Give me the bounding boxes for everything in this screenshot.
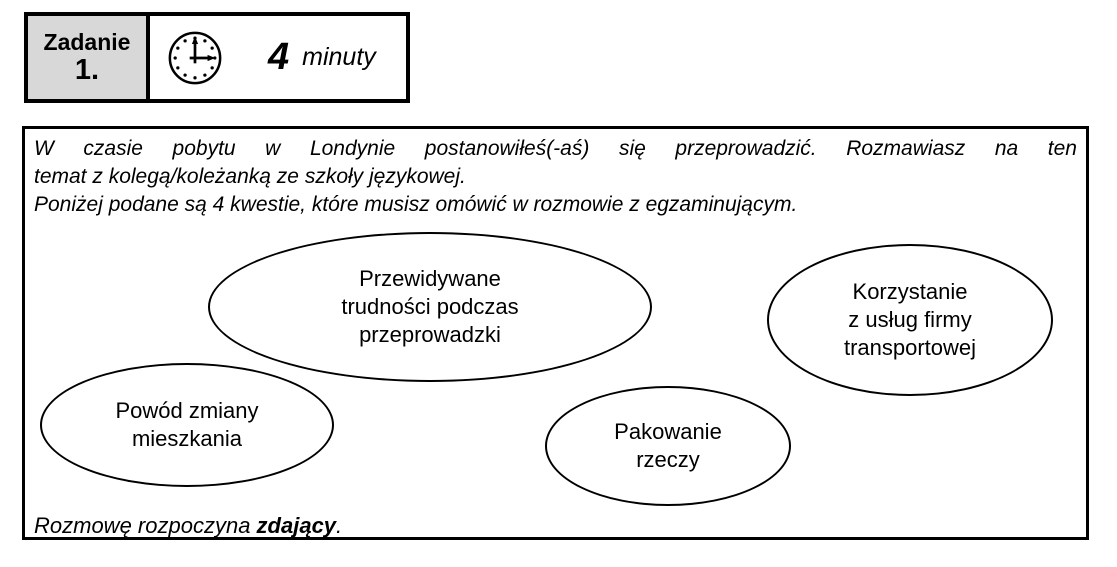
footer-suffix: . — [336, 513, 343, 538]
topic-label: Powód zmiany mieszkania — [115, 398, 259, 451]
topic-bubble-reason-for-moving: Powód zmiany mieszkania — [40, 363, 334, 487]
intro-line-1: W czasie pobytu w Londynie postanowiłeś(… — [34, 137, 1077, 160]
task-time-cell: 4 minuty — [150, 16, 406, 99]
duration-value: 4 — [268, 36, 290, 78]
task-number: 1. — [74, 54, 100, 86]
clock-icon — [166, 29, 224, 87]
duration-unit: minuty — [302, 43, 376, 71]
topic-label: Korzystanie z usług firmy transportowej — [843, 279, 977, 360]
intro-line-3: Poniżej podane są 4 kwestie, które musis… — [34, 193, 798, 216]
topic-bubble-difficulties: Przewidywane trudności podczas przeprowa… — [208, 232, 652, 382]
topic-label: Przewidywane trudności podczas przeprowa… — [341, 266, 519, 347]
topic-label: Pakowanie rzeczy — [614, 419, 722, 472]
footer-emphasis: zdający — [256, 513, 337, 538]
task-number-cell: Zadanie 1. — [28, 16, 150, 99]
task-instructions-box: W czasie pobytu w Londynie postanowiłeś(… — [22, 126, 1089, 540]
task-label: Zadanie — [43, 29, 131, 55]
topic-bubble-transport-company: Korzystanie z usług firmy transportowej — [767, 244, 1053, 396]
conversation-start-note: Rozmowę rozpoczyna zdający. — [34, 513, 342, 539]
task-header-box: Zadanie 1. — [24, 12, 410, 103]
footer-prefix: Rozmowę rozpoczyna — [34, 513, 257, 538]
task-intro-text: W czasie pobytu w Londynie postanowiłeś(… — [34, 135, 1077, 219]
topic-bubble-packing: Pakowanie rzeczy — [545, 386, 791, 506]
intro-line-2: temat z kolegą/koleżanką ze szkoły język… — [34, 165, 466, 188]
